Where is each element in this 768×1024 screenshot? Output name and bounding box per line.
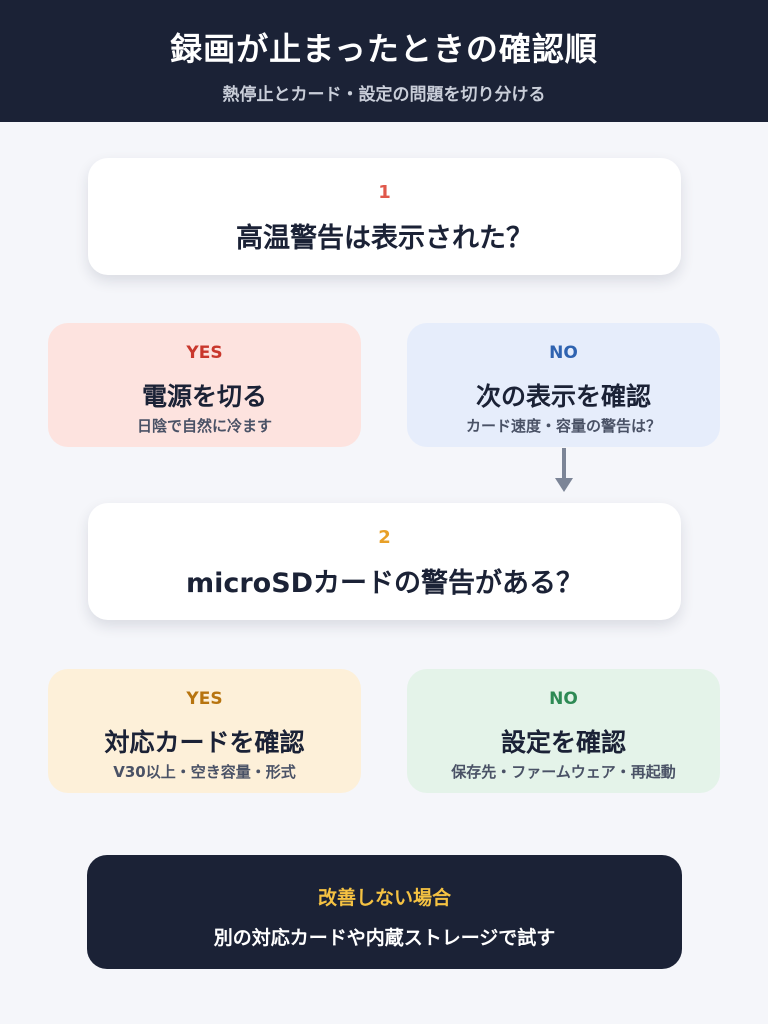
step-number-2: 2: [378, 527, 391, 548]
step2-yes-title: 対応カードを確認: [104, 728, 305, 757]
step1-no-desc: カード速度・容量の警告は？: [465, 417, 661, 435]
question-text-1: 高温警告は表示された？: [236, 223, 533, 254]
question-text-2: microSDカードの警告がある？: [185, 568, 584, 599]
question-card-2: 2 microSDカードの警告がある？: [88, 503, 681, 620]
step1-yes-title: 電源を切る: [141, 382, 267, 411]
final-text: 別の対応カードや内蔵ストレージで試す: [213, 927, 556, 949]
step2-no-desc: 保存先・ファームウェア・再起動: [451, 763, 676, 781]
final-card: 改善しない場合 別の対応カードや内蔵ストレージで試す: [87, 855, 682, 969]
step1-yes-tag: YES: [186, 343, 223, 363]
step1-yes-desc: 日陰で自然に冷ます: [136, 417, 272, 435]
step2-no-card: NO 設定を確認 保存先・ファームウェア・再起動: [407, 669, 720, 793]
step1-no-tag: NO: [549, 343, 578, 363]
step1-yes-card: YES 電源を切る 日陰で自然に冷ます: [48, 323, 361, 447]
step2-yes-card: YES 対応カードを確認 V30以上・空き容量・形式: [48, 669, 361, 793]
step2-no-tag: NO: [549, 689, 578, 709]
step2-no-title: 設定を確認: [500, 728, 626, 757]
header-banner: 録画が止まったときの確認順 熱停止とカード・設定の問題を切り分ける: [0, 0, 768, 122]
step1-no-card: NO 次の表示を確認 カード速度・容量の警告は？: [407, 323, 720, 447]
page-subtitle: 熱停止とカード・設定の問題を切り分ける: [222, 85, 546, 105]
page-title: 録画が止まったときの確認順: [170, 30, 598, 68]
arrow-down-icon: [555, 448, 573, 492]
final-title: 改善しない場合: [317, 887, 451, 909]
question-card-1: 1 高温警告は表示された？: [88, 158, 681, 275]
step-number-1: 1: [378, 182, 391, 203]
step2-yes-desc: V30以上・空き容量・形式: [113, 763, 296, 781]
step2-yes-tag: YES: [186, 689, 223, 709]
step1-no-title: 次の表示を確認: [475, 382, 651, 411]
